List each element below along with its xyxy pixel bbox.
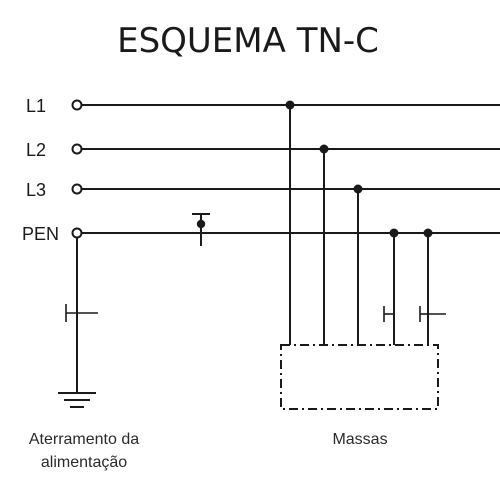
- ground-icon: [58, 392, 96, 408]
- pen-tap-symbol: [192, 213, 210, 246]
- terminal-l2-icon: [71, 143, 83, 155]
- diagram-title: ESQUEMA TN-C: [117, 21, 379, 61]
- terminal-pen-icon: [71, 227, 83, 239]
- caption-supply-earthing-line1: Aterramento da: [29, 431, 139, 448]
- terminal-l3-icon: [71, 183, 83, 195]
- caption-supply-earthing-line2: alimentação: [41, 454, 127, 471]
- mass-connections: [285, 100, 446, 345]
- label-l1: L1: [26, 96, 46, 116]
- label-l3: L3: [26, 180, 46, 200]
- masses-enclosure: [280, 344, 439, 410]
- label-l2: L2: [26, 140, 46, 160]
- label-pen: PEN: [22, 224, 59, 244]
- terminal-l1-icon: [71, 99, 83, 111]
- caption-masses: Massas: [332, 431, 387, 448]
- supply-earthing-branch: [65, 238, 98, 393]
